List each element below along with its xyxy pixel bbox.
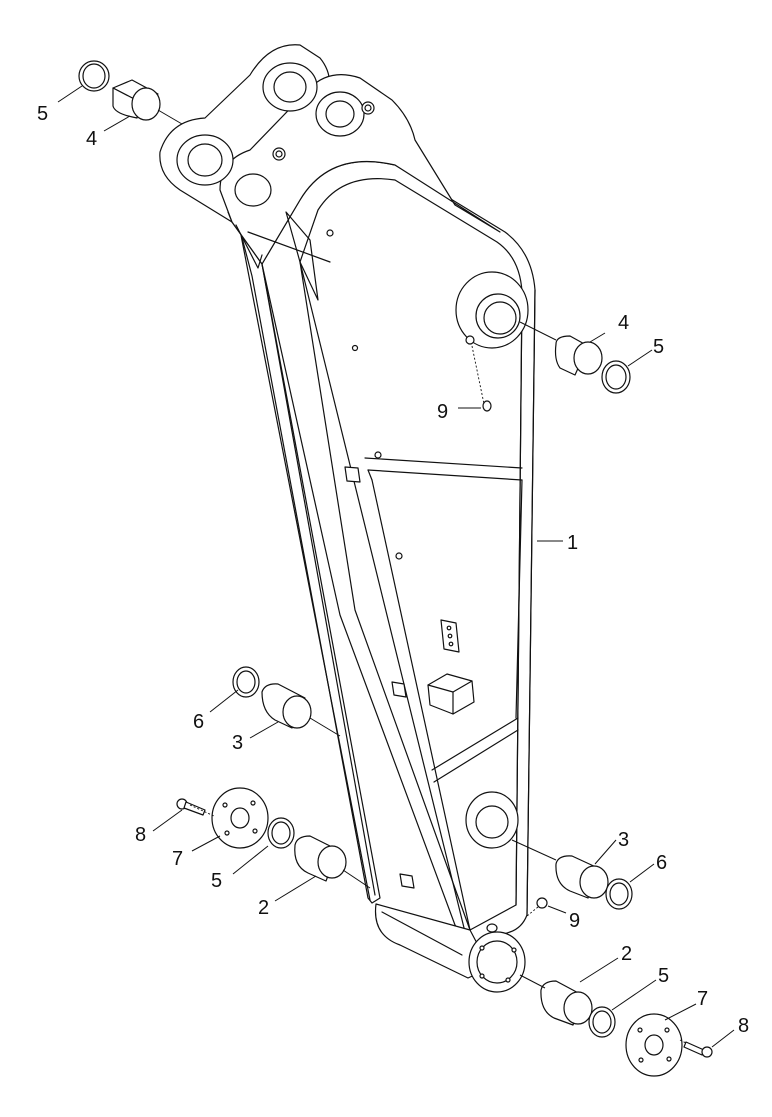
seal-ring-upper-right	[601, 360, 631, 394]
callout-1: 1	[567, 532, 578, 554]
callout-2-left: 2	[258, 897, 269, 919]
retainer-plate-bottom-right	[625, 1013, 683, 1077]
callout-leaders	[57, 85, 735, 1048]
callout-5-left-lower: 5	[211, 870, 222, 892]
callout-8-left: 8	[135, 824, 146, 846]
bushing-right-lower	[511, 839, 609, 899]
arm-plate-details	[326, 229, 475, 889]
callout-6-right: 6	[656, 852, 667, 874]
bushing-bottom-right	[519, 974, 593, 1026]
bushing-left-lower	[294, 835, 371, 889]
callout-4-right: 4	[618, 312, 629, 334]
retainer-plate-left	[211, 787, 269, 849]
callout-7-right: 7	[697, 988, 708, 1010]
seal-ring-top-left	[78, 60, 110, 92]
callout-8-right: 8	[738, 1015, 749, 1037]
callout-6-left: 6	[193, 711, 204, 733]
bushing-upper-right	[519, 321, 603, 376]
bushing-left-mid	[261, 683, 341, 737]
seal-ring-left-mid	[232, 666, 260, 698]
bushing-top-left	[112, 79, 183, 125]
bolt-bottom-right	[679, 1039, 713, 1058]
callout-2-right: 2	[621, 943, 632, 965]
callout-5-top-left: 5	[37, 103, 48, 125]
grease-fitting-lower	[526, 897, 548, 917]
seal-ring-left-lower	[267, 817, 295, 849]
arm-body-bosses	[455, 271, 529, 993]
callout-4-top-left: 4	[86, 128, 97, 150]
callout-3-right: 3	[618, 829, 629, 851]
grease-fitting-upper	[465, 335, 492, 412]
callout-7-left: 7	[172, 848, 183, 870]
callout-5-bottom-right: 5	[658, 965, 669, 987]
callout-labels: 1 2 2 3 3 4 4 5 5 5 5 6 6 7 7 8 8 9 9	[37, 103, 749, 1037]
callout-5-right: 5	[653, 336, 664, 358]
bolt-left	[176, 798, 215, 817]
callout-9-upper: 9	[437, 401, 448, 423]
callout-9-lower: 9	[569, 910, 580, 932]
arm-top-fork	[159, 44, 501, 301]
callout-3-left: 3	[232, 732, 243, 754]
seal-ring-bottom-right	[588, 1006, 616, 1038]
seal-ring-right-lower	[605, 878, 633, 910]
